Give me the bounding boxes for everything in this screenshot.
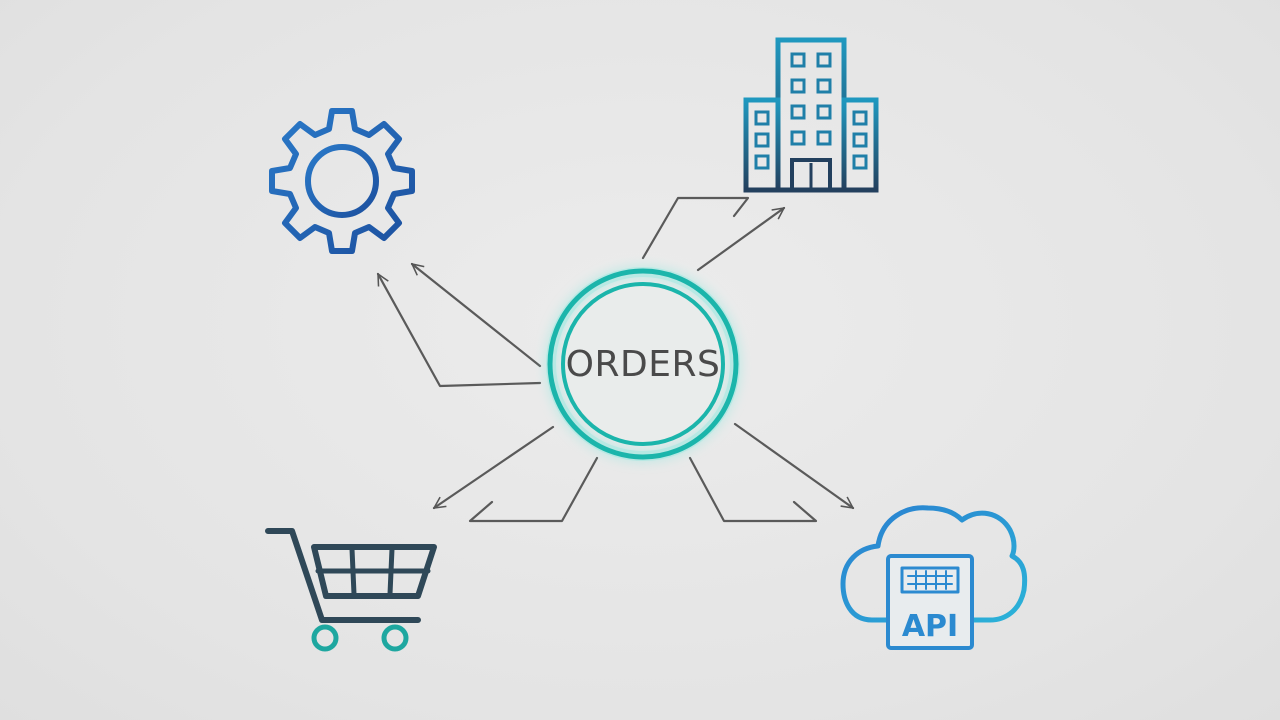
cart-frame [265, 528, 421, 623]
gear-hub [305, 144, 379, 218]
arrow-to-shop-2 [468, 456, 599, 523]
gear-icon[interactable] [269, 108, 415, 254]
api-card [886, 554, 974, 650]
arrow-to-api-2 [688, 456, 818, 523]
orders-ring-inner [561, 282, 725, 446]
api-keyboard [900, 566, 960, 594]
cloud-api-icon[interactable]: API [840, 505, 1028, 650]
arrow-to-settings-1 [412, 262, 542, 368]
cart-wheel-left [311, 624, 339, 652]
building-icon[interactable] [743, 37, 879, 193]
arrow-to-api-1 [733, 422, 853, 510]
building-windows [754, 52, 868, 170]
gear-outline [269, 108, 415, 254]
arrow-to-settings-2 [376, 274, 542, 388]
shopping-cart-icon[interactable] [265, 528, 437, 652]
cart-basket [311, 544, 437, 599]
api-label: API [902, 609, 958, 644]
api-keyboard-keys [907, 570, 953, 590]
cart-wheel-right [381, 624, 409, 652]
arrow-to-business-2 [696, 206, 784, 272]
cart-basket-col-1 [349, 546, 357, 597]
cart-basket-col-2 [387, 546, 395, 597]
cloud-outline [840, 505, 1028, 623]
arrow-to-business-1 [641, 196, 750, 260]
orders-label: ORDERS [566, 344, 721, 385]
arrow-to-shop-1 [434, 425, 555, 510]
orders-ring-outer [547, 268, 739, 460]
orders-node[interactable]: ORDERS [546, 267, 740, 461]
connector-lines [376, 196, 853, 523]
